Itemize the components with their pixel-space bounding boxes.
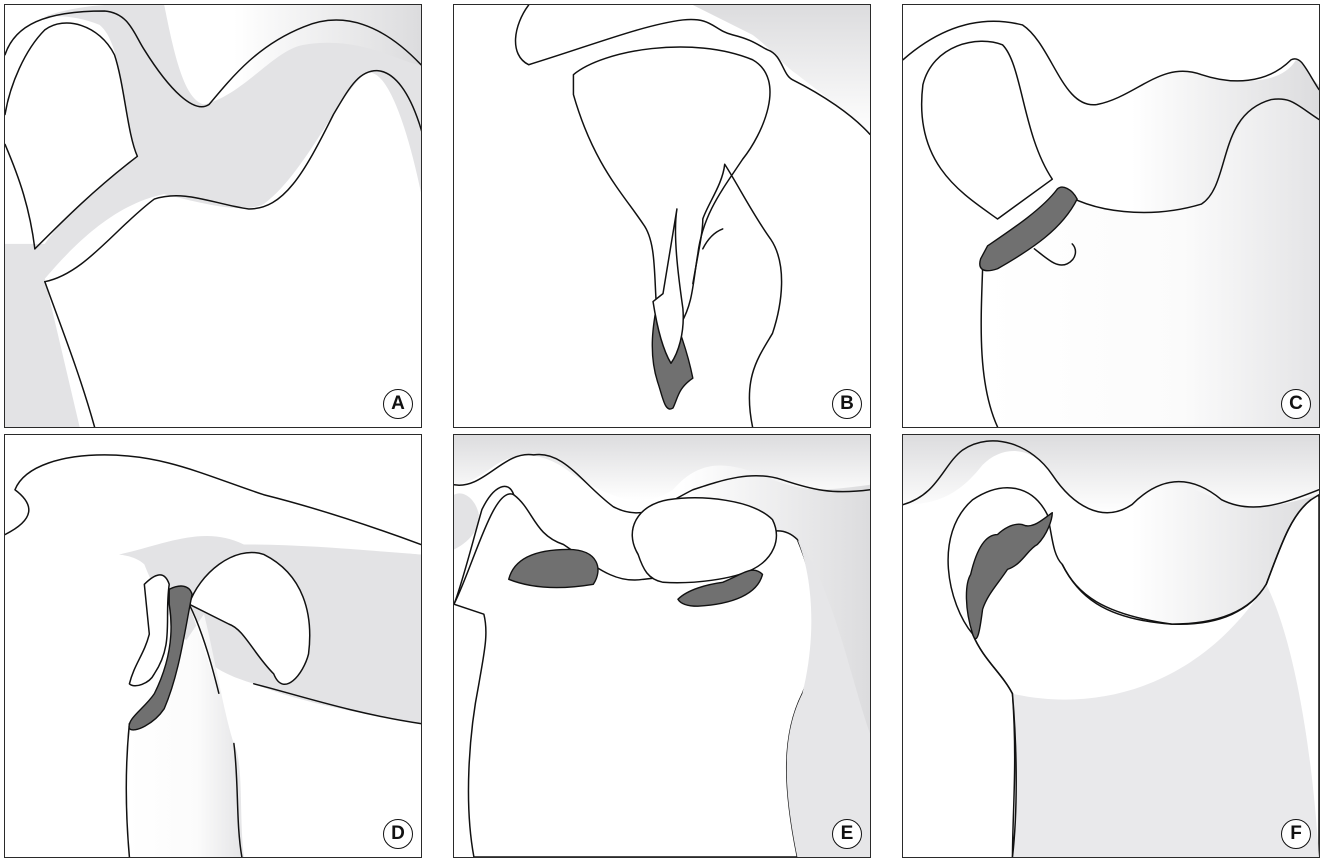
panel-a-label: A xyxy=(383,389,413,419)
panel-c-label: C xyxy=(1281,389,1311,419)
panel-d-label: D xyxy=(383,819,413,849)
panel-a: A xyxy=(4,4,422,428)
panel-f-drawing xyxy=(903,435,1319,857)
panel-b-drawing xyxy=(454,5,870,427)
panel-d-drawing xyxy=(5,435,421,857)
panel-d: D xyxy=(4,434,422,858)
panel-f: F xyxy=(902,434,1320,858)
panel-b: B xyxy=(453,4,871,428)
panel-e-label: E xyxy=(832,819,862,849)
panel-c-drawing xyxy=(903,5,1319,427)
panel-e: E xyxy=(453,434,871,858)
panel-b-label: B xyxy=(832,389,862,419)
panel-f-label: F xyxy=(1281,819,1311,849)
panel-a-drawing xyxy=(5,5,421,427)
panel-c: C xyxy=(902,4,1320,428)
panel-e-drawing xyxy=(454,435,870,857)
